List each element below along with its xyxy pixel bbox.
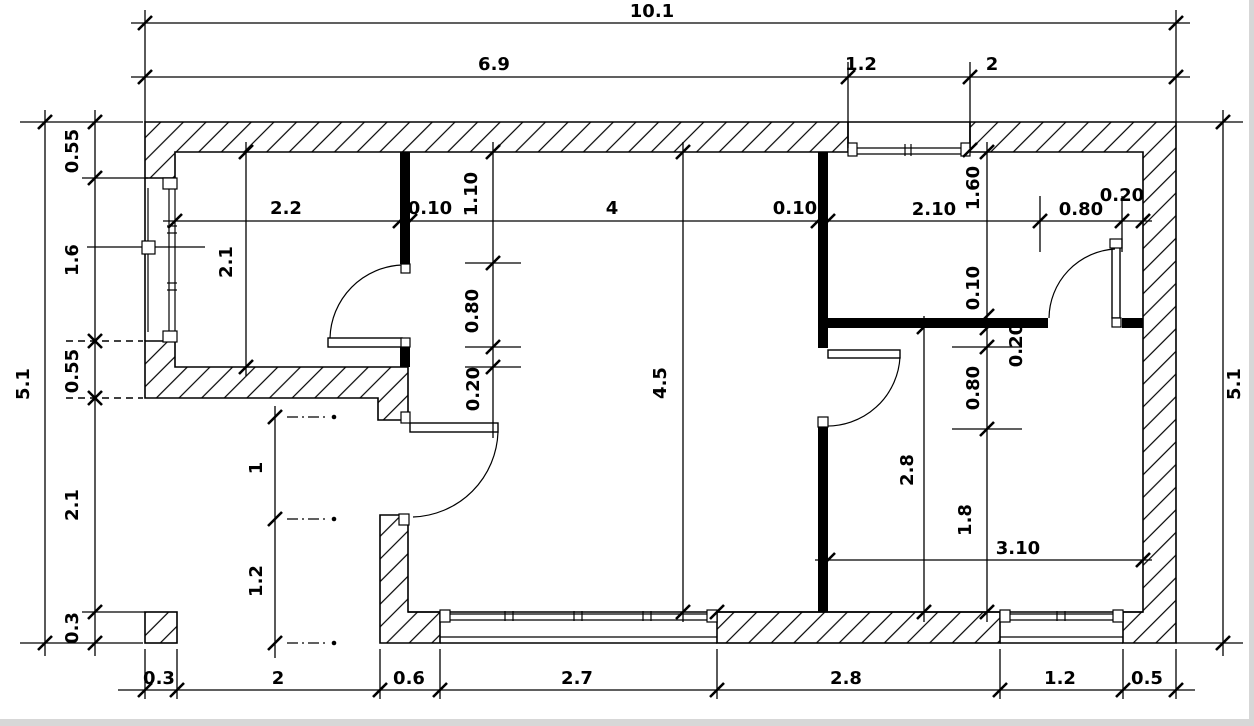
dim-partition3: 0.10 <box>963 266 984 310</box>
door-hall-room3-swing-arc <box>823 356 901 427</box>
dim-left-below-window: 0.55 <box>62 349 83 393</box>
dim-room2-wall: 2.10 <box>912 199 956 220</box>
dimension-labels: 10.1 6.9 1.2 2 0.3 2 0.6 2.7 2.8 1.2 0.5… <box>13 1 1245 689</box>
window-left-wall <box>87 177 205 343</box>
partition-hall-right-lower <box>818 427 828 612</box>
dim-room2-jamb: 0.20 <box>1100 185 1144 206</box>
dim-bottom-porch: 2 <box>272 668 285 689</box>
door-entrance <box>398 411 499 526</box>
door-room1-leaf <box>327 337 403 348</box>
dim-bottom-corner: 0.5 <box>1131 668 1163 689</box>
dim-door1-above: 1.10 <box>461 172 482 216</box>
dim-top-window: 1.2 <box>845 54 877 75</box>
dim-bottom-column: 0.3 <box>143 668 175 689</box>
door-hall-room3-leaf <box>827 349 901 359</box>
door-entrance-leaf <box>409 422 499 433</box>
dim-entry-opening: 1 <box>246 462 267 475</box>
partition-hall-right-upper <box>818 152 828 348</box>
wall-outlines <box>144 121 1143 644</box>
wall-bottom-middle <box>716 611 1001 644</box>
dim-door1-width: 0.80 <box>462 289 483 333</box>
dimension-lines <box>20 10 1243 699</box>
dim-left-column: 0.3 <box>62 612 83 644</box>
dim-room3-width: 3.10 <box>996 538 1040 559</box>
screenshot-right-edge-shade <box>1249 0 1254 726</box>
interior-partitions <box>400 152 1143 612</box>
dim-room3-height: 2.8 <box>897 454 918 486</box>
dim-room2-door: 0.80 <box>1059 199 1103 220</box>
dim-bottom-pier: 0.6 <box>393 668 425 689</box>
door-room2-room3-leaf <box>1111 246 1121 319</box>
dim-room3-wall: 1.8 <box>955 504 976 536</box>
door-hall-room3 <box>817 349 901 428</box>
door-room2-room3 <box>1048 238 1123 328</box>
window-axis-marker <box>141 240 156 255</box>
partition-room1-above-door <box>400 152 410 264</box>
partition-room1-below-door <box>400 347 410 367</box>
dim-door3-jamb: 0.20 <box>1006 323 1027 367</box>
partition-room2-room3-stub <box>1122 318 1143 328</box>
exterior-walls <box>144 121 1177 644</box>
dim-top-right-span: 2 <box>986 54 999 75</box>
wall-left-and-room1-bottom <box>144 340 409 421</box>
door-entrance-swing-arc <box>412 431 499 518</box>
door-room1-swing-arc <box>329 264 403 339</box>
dim-partition2: 0.10 <box>773 198 817 219</box>
dim-top-left-span: 6.9 <box>478 54 510 75</box>
dim-left-overall: 5.1 <box>13 368 34 400</box>
dim-left-porch: 2.1 <box>62 489 83 521</box>
window-hall-bottom <box>439 609 718 638</box>
dim-bottom-window: 1.2 <box>1044 668 1076 689</box>
window-room3-bottom <box>999 609 1124 638</box>
dim-bottom-wall: 2.8 <box>830 668 862 689</box>
dim-left-wall-top: 0.55 <box>62 129 83 173</box>
dim-top-overall: 10.1 <box>630 1 674 22</box>
dim-room1-width: 2.2 <box>270 198 302 219</box>
door-room1 <box>327 263 411 348</box>
dim-hall-width: 4 <box>606 198 619 219</box>
dim-right-overall: 5.1 <box>1224 368 1245 400</box>
dim-bottom-hall-window: 2.7 <box>561 668 593 689</box>
dim-hall-height: 4.5 <box>650 367 671 399</box>
screenshot-bottom-edge-shade <box>0 719 1254 726</box>
dim-entry-pier: 1.2 <box>246 565 267 597</box>
window-top-wall <box>847 122 971 157</box>
dim-door1-below: 0.20 <box>463 367 484 411</box>
dim-room2-height: 1.60 <box>963 166 984 210</box>
door-room2-room3-swing-arc <box>1048 248 1116 319</box>
dim-door3-width: 0.80 <box>963 366 984 410</box>
dim-partition1: 0.10 <box>408 198 452 219</box>
porch-column <box>144 611 178 644</box>
dim-room1-height: 2.1 <box>216 246 237 278</box>
partition-room2-room3 <box>828 318 1048 328</box>
entry-pier <box>379 514 441 644</box>
dim-left-window: 1.6 <box>62 244 83 276</box>
